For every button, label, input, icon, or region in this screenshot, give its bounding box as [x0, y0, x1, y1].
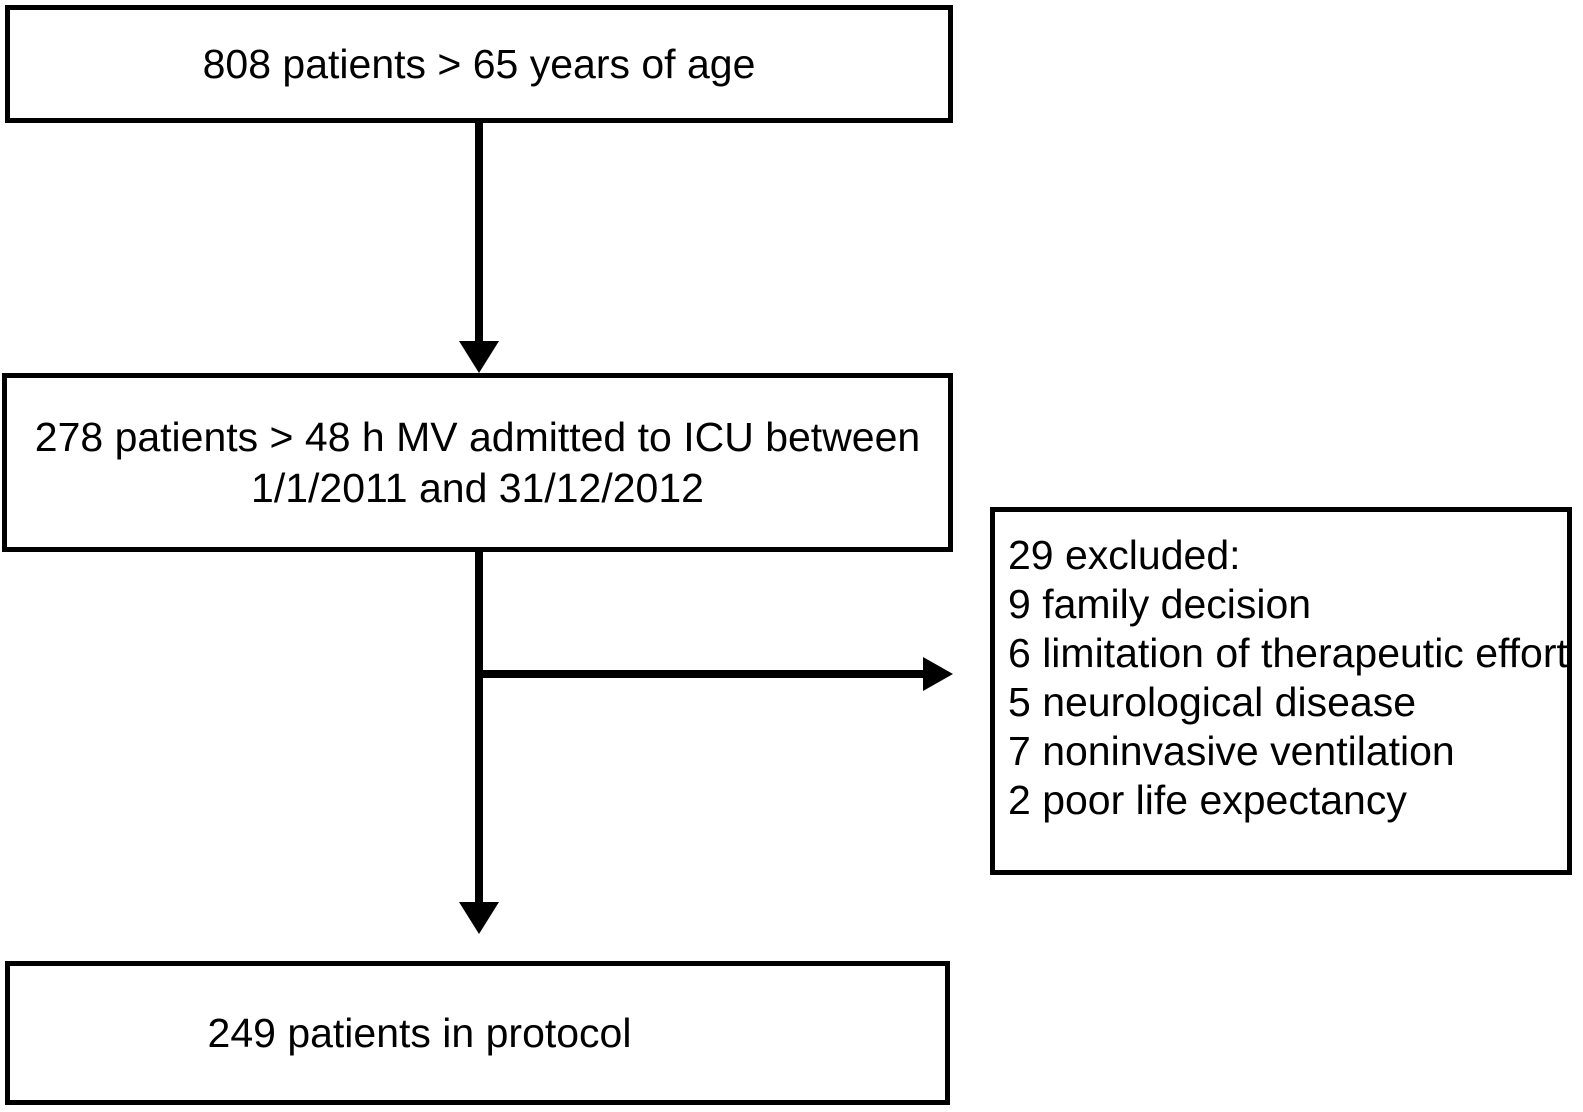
- excluded-line-poor-life-expectancy: 2 poor life expectancy: [1008, 777, 1407, 823]
- arrow-top-to-mv-head-icon: [459, 341, 499, 373]
- box-excluded: 29 excluded: 9 family decision 6 limitat…: [990, 507, 1572, 875]
- arrow-excluded-branch-shaft: [479, 670, 923, 678]
- excluded-line-limitation-effort: 6 limitation of therapeutic effort: [1008, 630, 1568, 676]
- box-mv-admitted-line1: 278 patients > 48 h MV admitted to ICU b…: [34, 414, 921, 461]
- arrow-mv-to-final-shaft: [475, 550, 483, 902]
- box-patients-in-protocol: 249 patients in protocol: [5, 961, 950, 1105]
- box-mv-admitted: 278 patients > 48 h MV admitted to ICU b…: [2, 373, 953, 552]
- box-mv-admitted-text: 278 patients > 48 h MV admitted to ICU b…: [35, 412, 920, 512]
- arrow-mv-to-final-head-icon: [459, 902, 499, 934]
- box-total-patients-text: 808 patients > 65 years of age: [202, 40, 756, 87]
- excluded-line-total: 29 excluded:: [1008, 532, 1241, 578]
- box-patients-in-protocol-text: 249 patients in protocol: [207, 1009, 632, 1056]
- excluded-line-neurological-disease: 5 neurological disease: [1008, 679, 1416, 725]
- arrow-excluded-branch-head-icon: [923, 657, 953, 691]
- arrow-top-to-mv-shaft: [475, 121, 483, 341]
- box-total-patients: 808 patients > 65 years of age: [5, 5, 953, 123]
- box-mv-admitted-line2: 1/1/2011 and 31/12/2012: [251, 464, 704, 511]
- excluded-line-noninvasive-ventilation: 7 noninvasive ventilation: [1008, 728, 1455, 774]
- excluded-line-family-decision: 9 family decision: [1008, 581, 1312, 627]
- box-excluded-text: 29 excluded: 9 family decision 6 limitat…: [995, 512, 1568, 825]
